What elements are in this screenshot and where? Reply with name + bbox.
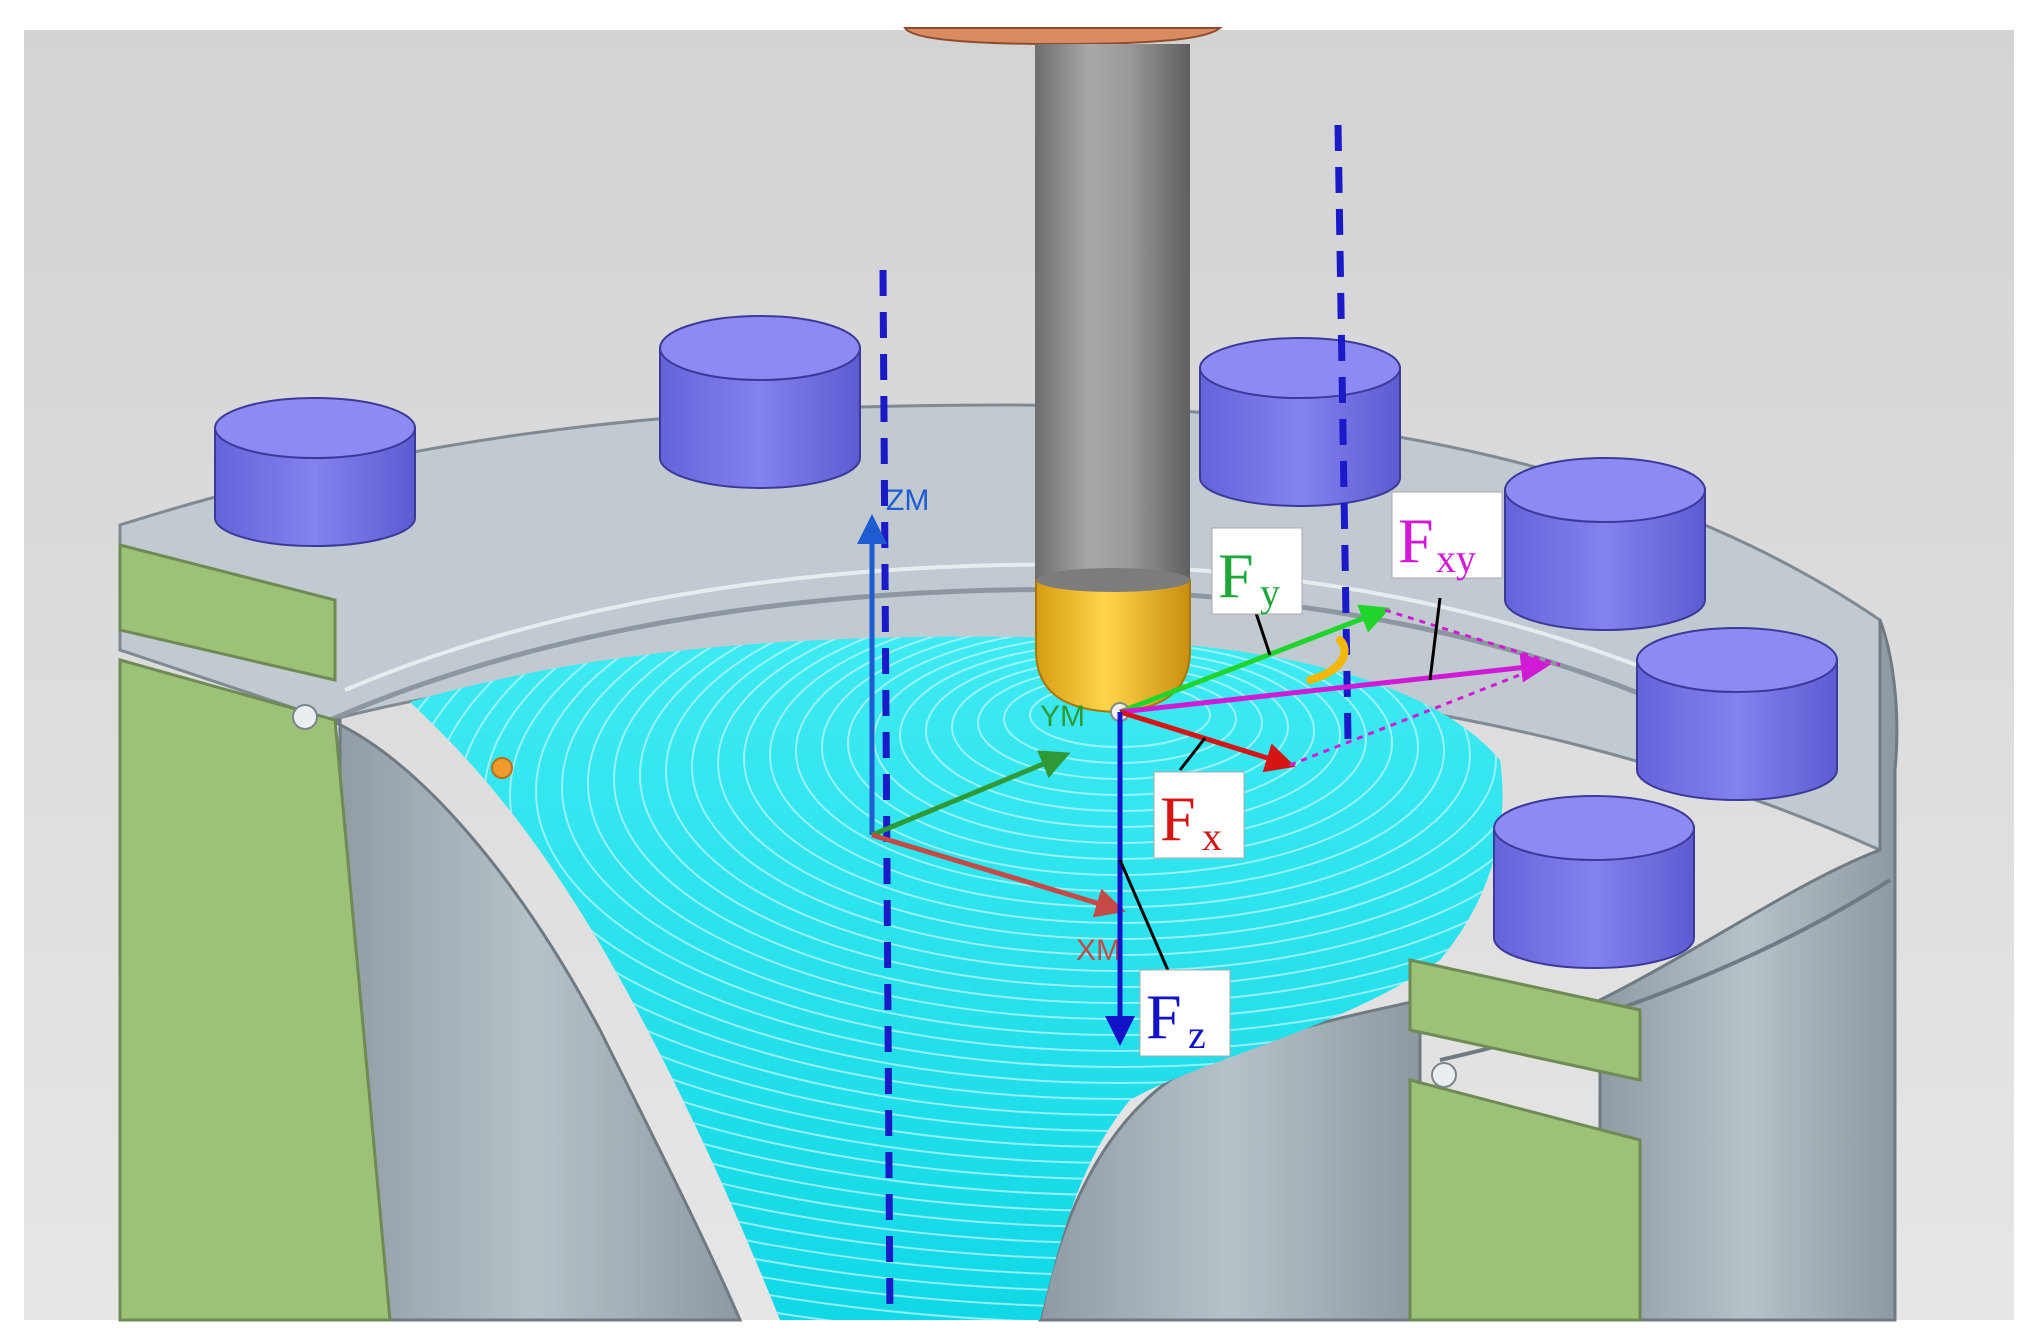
dashed-line-right bbox=[1334, 124, 1352, 741]
force-fy-arrow bbox=[1119, 604, 1391, 715]
clamp-bolt-4 bbox=[1504, 457, 1706, 631]
svg-text:F: F bbox=[1160, 783, 1196, 854]
spindle-icon bbox=[903, 27, 1223, 46]
svg-text:x: x bbox=[1202, 814, 1222, 859]
label-fx: F x bbox=[1153, 771, 1245, 859]
svg-text:F: F bbox=[1146, 981, 1182, 1052]
fxy-dotted-extension-2 bbox=[1289, 663, 1546, 767]
fixture-body-right bbox=[1598, 619, 1899, 1322]
tool-shank-base bbox=[1036, 568, 1190, 592]
pocket-wall-left bbox=[329, 718, 743, 1322]
label-fy: F y bbox=[1211, 527, 1303, 615]
axis-zm-label: ZM bbox=[886, 484, 929, 517]
clamp-block-left bbox=[118, 543, 337, 682]
leader-fz bbox=[1118, 859, 1172, 976]
dashed-line-left bbox=[879, 269, 894, 1321]
force-fxy-arrow bbox=[1119, 652, 1551, 715]
axis-xm-label: XM bbox=[1076, 934, 1121, 967]
axis-xm bbox=[871, 832, 1126, 918]
svg-text:F: F bbox=[1218, 540, 1254, 611]
axis-ym bbox=[871, 750, 1071, 838]
angle-arc bbox=[1306, 636, 1349, 684]
clamp-block-left-lower bbox=[118, 658, 392, 1322]
clamp-block-right bbox=[1408, 958, 1642, 1082]
clamp-pin-left bbox=[292, 704, 318, 730]
leader-fx bbox=[1178, 737, 1207, 771]
svg-text:z: z bbox=[1188, 1012, 1206, 1057]
axis-ym-label: YM bbox=[1040, 700, 1085, 733]
label-fxy: F xy bbox=[1391, 491, 1503, 581]
svg-text:y: y bbox=[1260, 570, 1280, 615]
toolpath-arc bbox=[509, 636, 1503, 1068]
clamp-bolt-2 bbox=[659, 315, 861, 489]
toolpath-arc bbox=[535, 636, 1503, 1052]
label-fz: F z bbox=[1139, 969, 1231, 1057]
clamp-bolt-5 bbox=[1636, 627, 1838, 801]
clamp-bolt-3 bbox=[1199, 337, 1401, 507]
leader-fy bbox=[1253, 609, 1272, 656]
tool-shank bbox=[1035, 44, 1190, 589]
clamp-block-right-lower bbox=[1408, 1078, 1642, 1322]
svg-text:F: F bbox=[1398, 505, 1434, 576]
clamp-bolt-6 bbox=[1493, 795, 1695, 969]
svg-text:xy: xy bbox=[1436, 536, 1476, 581]
surface-marker bbox=[491, 757, 513, 779]
clamp-pin-right bbox=[1431, 1062, 1457, 1088]
leader-fxy bbox=[1428, 597, 1442, 681]
clamp-bolt-1 bbox=[214, 397, 416, 547]
